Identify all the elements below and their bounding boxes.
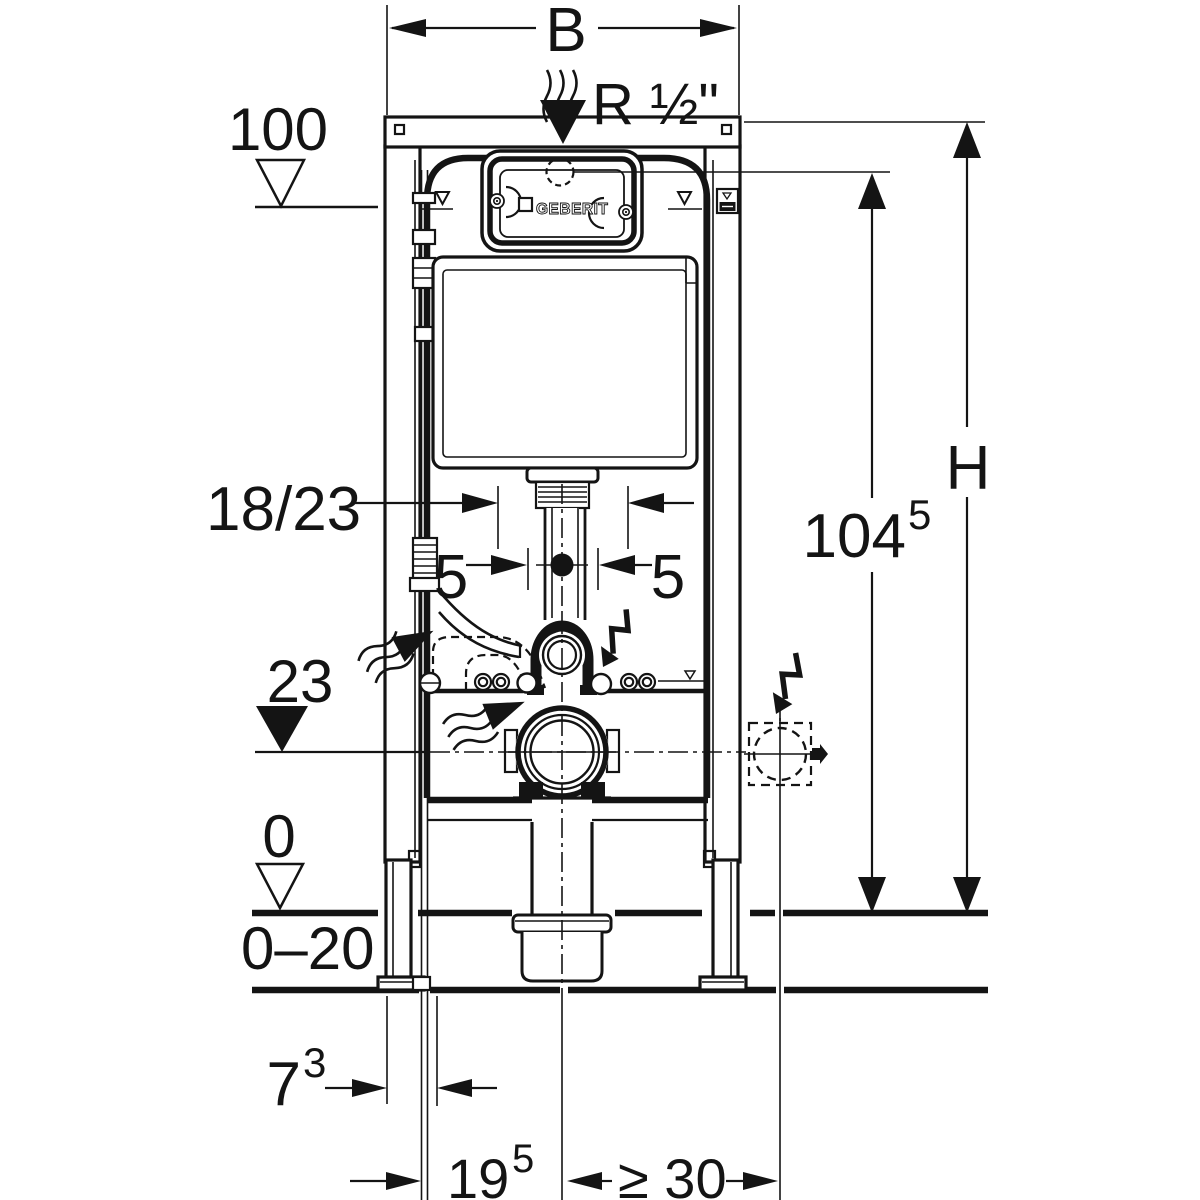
level-mark-left: [434, 191, 451, 207]
dim-100-level: 100: [228, 96, 378, 209]
plug-icon: [812, 744, 828, 764]
water-inlet-symbol-inner: [441, 701, 525, 751]
level-mark-right: [676, 191, 693, 207]
dim-0-20-label: 0–20: [241, 915, 374, 982]
lightning-bolt-flush: [601, 609, 632, 667]
tank-inner-outline: [442, 269, 687, 458]
dim-h-label: H: [946, 434, 991, 503]
access-panel: GEBERIT: [480, 149, 644, 253]
supply-route-dashed: [431, 635, 547, 691]
dim-18-23: 18/23: [206, 475, 694, 549]
rail-hole-left: [393, 123, 406, 136]
dim-30-label: ≥ 30: [618, 1147, 727, 1200]
lightning-bolt-junction: [772, 652, 804, 714]
geberit-logo-square: [517, 196, 534, 213]
center-point-dot: [550, 553, 574, 577]
dim-min-30: ≥ 30: [567, 1147, 778, 1200]
water-inlet-symbol-top: [540, 69, 586, 144]
mini-level-mark: [683, 670, 697, 681]
water-level-marks: [420, 191, 702, 210]
cistern-tank: [431, 255, 699, 470]
fixing-points-row: [418, 670, 704, 696]
dim-5-right: 5: [597, 543, 685, 612]
dim-23-label: 23: [267, 648, 334, 715]
dim-0-label: 0: [262, 803, 295, 870]
dim-5-center-point: [536, 553, 588, 577]
electrical-connection: [601, 609, 828, 1200]
left-leg: [376, 849, 426, 992]
tank-body: [431, 255, 699, 470]
panel-screw-right: [618, 204, 634, 220]
dim-b-label: B: [545, 0, 586, 65]
dim-b: B: [386, 0, 740, 115]
dim-104-label: 104: [803, 502, 906, 571]
geberit-logo-text: GEBERIT: [536, 201, 608, 218]
center-lines: [430, 484, 746, 1200]
dim-18-23-label: 18/23: [206, 475, 361, 544]
dim-0-level: 0: [254, 803, 306, 911]
junction-box-dashed: [744, 718, 828, 790]
dim-5-left: 5: [434, 543, 529, 612]
dim-104: 104 5: [803, 173, 931, 913]
panel-screw-left: [489, 193, 505, 209]
bottom-reference-lines: [386, 996, 438, 1106]
dim-5-left-label: 5: [434, 543, 468, 612]
fill-hose: [438, 590, 523, 648]
type-label-plate: [715, 187, 740, 215]
inlet-arrow-down: [540, 100, 586, 144]
dim-r-half-label: R ½": [592, 72, 719, 137]
dim-19-5: 19 5: [350, 1137, 534, 1200]
water-inlet-symbol-left: [357, 630, 434, 684]
supply-floor-clamp: [411, 975, 432, 992]
dim-19-label: 19: [447, 1147, 509, 1200]
supply-valve-parts: [408, 191, 523, 659]
dim-7-label: 7: [267, 1050, 301, 1119]
tank-notch: [685, 257, 697, 284]
dim-100-label: 100: [228, 96, 328, 163]
dim-19-sup: 5: [512, 1137, 534, 1181]
right-leg: [698, 849, 748, 992]
rail-hole-right: [720, 123, 733, 136]
supply-connection-screw: [418, 671, 442, 695]
dim-7-3: 7 3: [267, 1039, 497, 1119]
right-foot-plate: [698, 975, 748, 992]
dim-h: H: [946, 122, 991, 913]
dim-23-level: 23: [255, 648, 430, 754]
panel-cutout-right: [587, 196, 605, 230]
dim-7-sup: 3: [303, 1039, 326, 1086]
flush-pipe-collar: [525, 466, 600, 484]
floor-lines: [252, 909, 988, 994]
dim-5-right-label: 5: [651, 543, 685, 612]
dim-104-sup: 5: [908, 491, 931, 538]
